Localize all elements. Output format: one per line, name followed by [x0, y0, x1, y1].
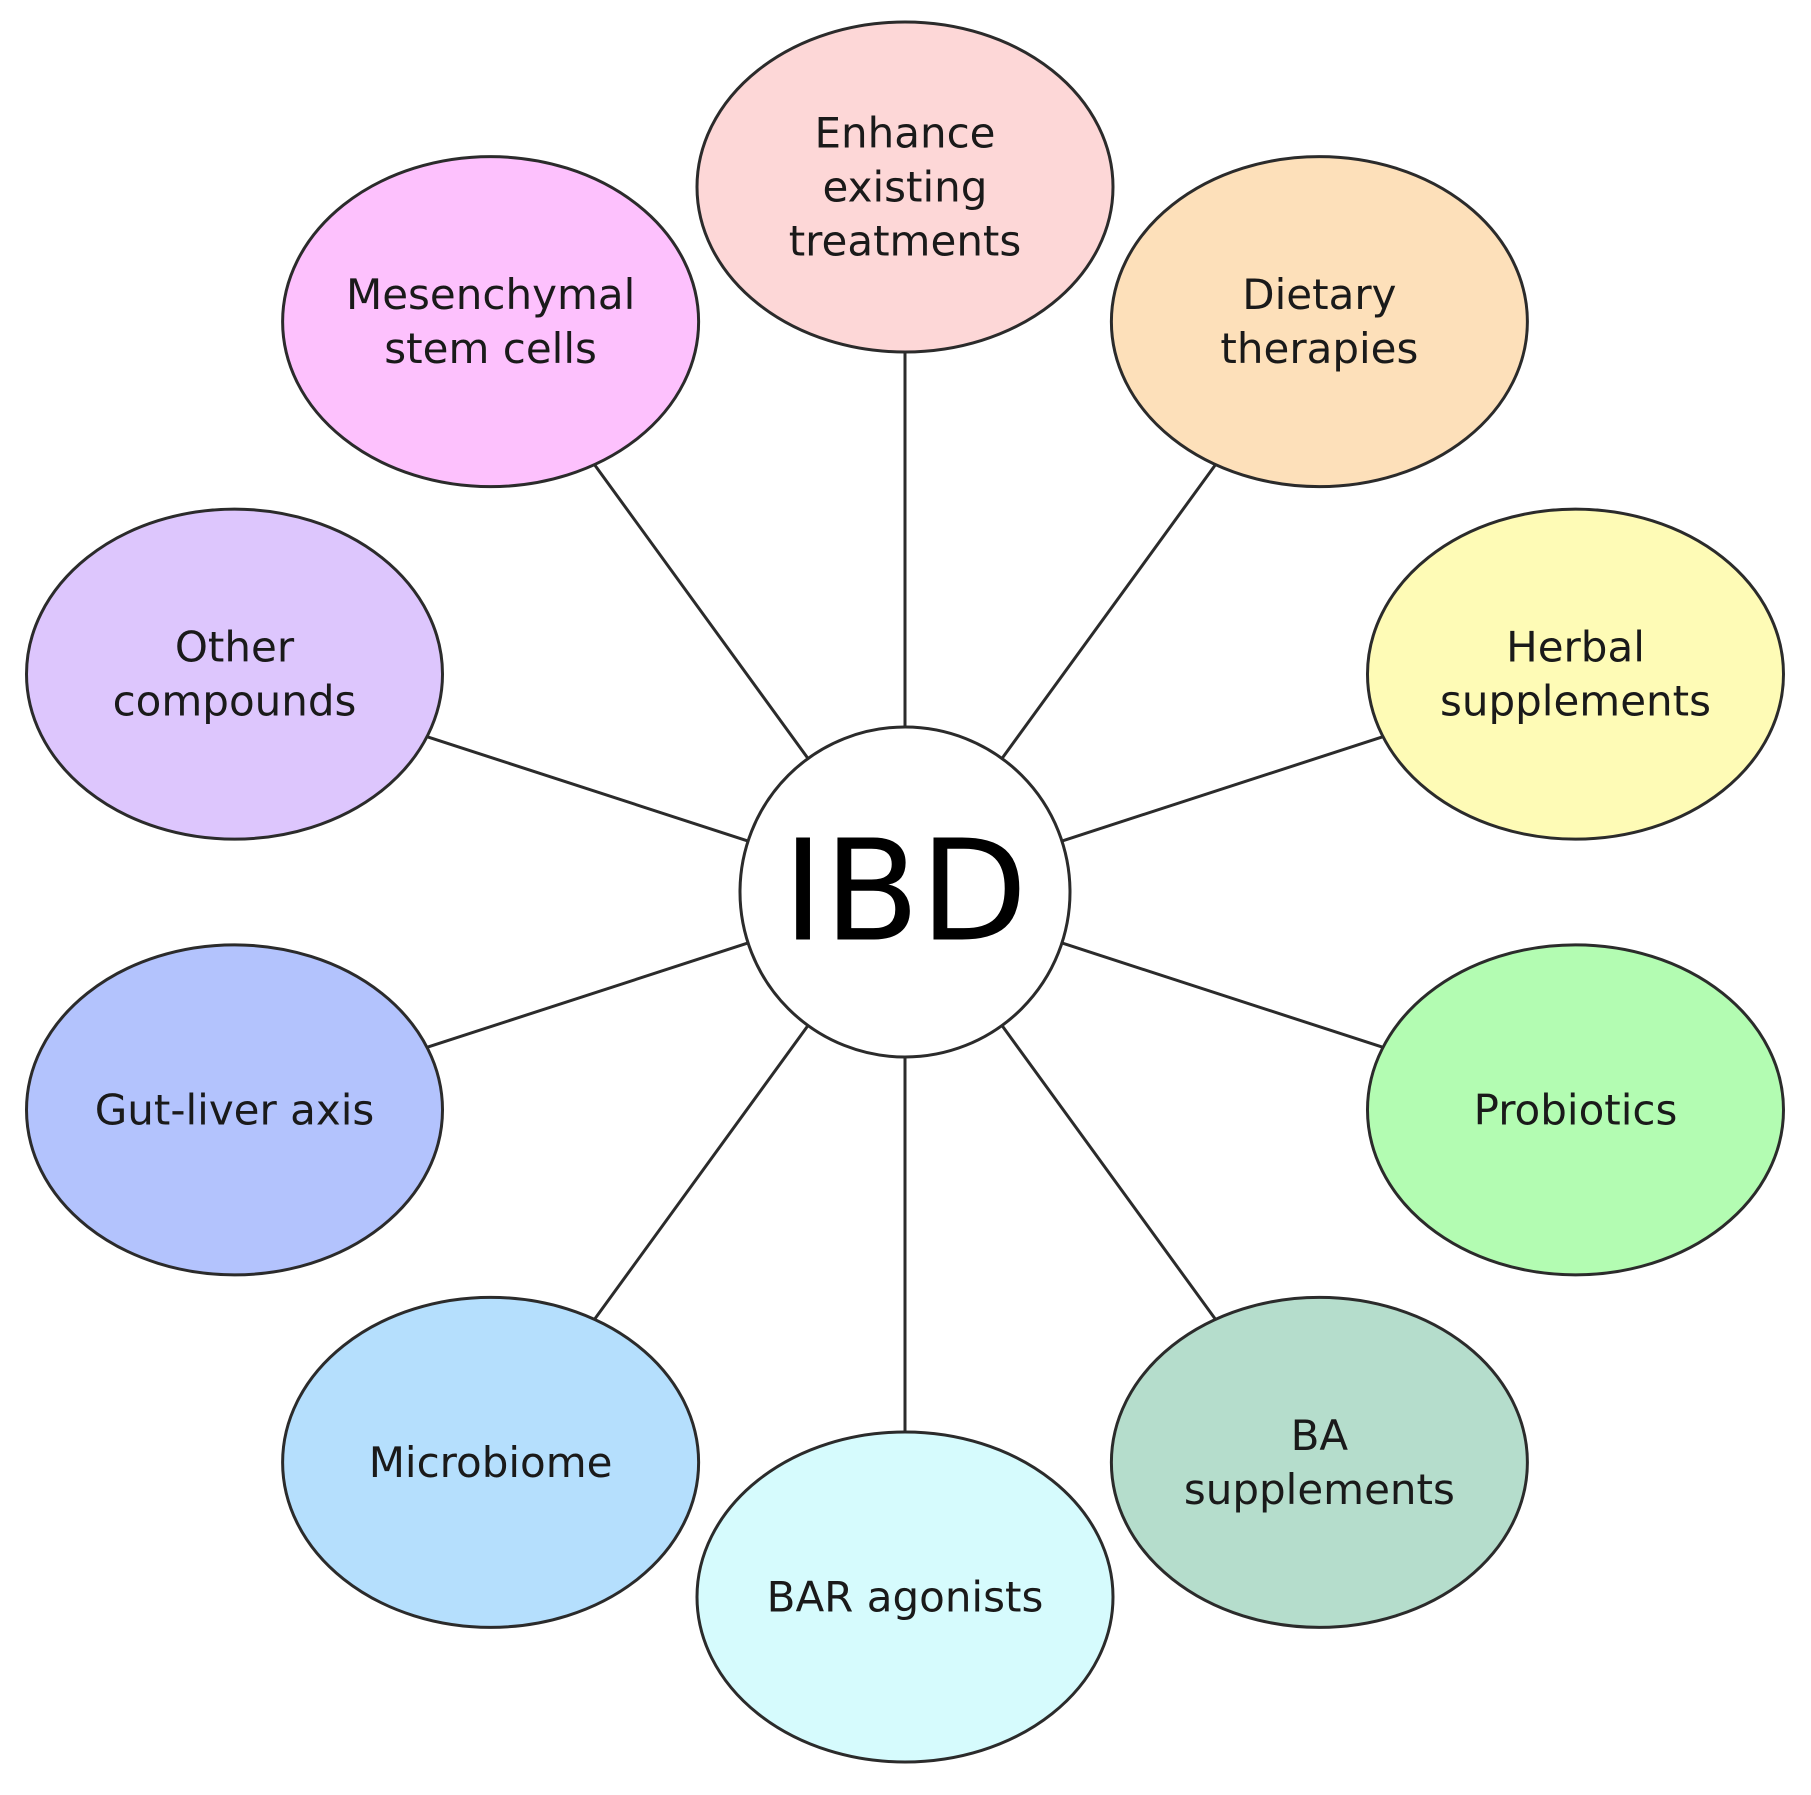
node-microbiome: Microbiome	[281, 1295, 701, 1629]
node-label-line: stem cells	[384, 324, 597, 373]
node-label-gut-liver-axis: Gut-liver axis	[95, 1085, 375, 1134]
node-ellipse-bar-agonists	[695, 1430, 1115, 1764]
node-label-line: Gut-liver axis	[95, 1085, 375, 1134]
node-label-mesenchymal-stem-cells: Mesenchymal stem cells	[346, 270, 635, 373]
node-label-line: Dietary	[1242, 270, 1396, 319]
node-label-line: Herbal	[1506, 623, 1645, 672]
connector-microbiome	[593, 1024, 810, 1321]
connector-herbal-supplements	[1061, 735, 1384, 843]
node-ellipse-microbiome	[281, 1295, 701, 1629]
node-probiotics: Probiotics	[1365, 943, 1785, 1277]
node-gut-liver-axis: Gut-liver axis	[25, 943, 445, 1277]
node-label-line: compounds	[113, 677, 357, 726]
node-label-line: Probiotics	[1474, 1085, 1678, 1134]
node-ellipse-ba-supplements	[1109, 1295, 1529, 1629]
node-label-herbal-supplements: Herbal supplements	[1440, 623, 1711, 726]
node-label-line: Mesenchymal	[346, 270, 635, 319]
connector-ba-supplements	[1000, 1024, 1217, 1321]
node-dietary-therapies: Dietary therapies	[1109, 155, 1529, 489]
node-ba-supplements: BA supplements	[1109, 1295, 1529, 1629]
node-ellipse-probiotics	[1365, 943, 1785, 1277]
node-label-line: BAR agonists	[767, 1573, 1044, 1622]
node-label-line: Enhance	[814, 109, 995, 158]
hub-circle	[738, 725, 1072, 1059]
node-label-bar-agonists: BAR agonists	[767, 1573, 1044, 1622]
node-herbal-supplements: Herbal supplements	[1365, 507, 1785, 841]
node-bar-agonists: BAR agonists	[695, 1430, 1115, 1764]
node-label-line: existing	[823, 163, 988, 212]
node-label-line: BA	[1291, 1411, 1349, 1460]
hub-label: IBD	[782, 811, 1027, 974]
node-ellipse-gut-liver-axis	[25, 943, 445, 1277]
node-ellipse-dietary-therapies	[1109, 155, 1529, 489]
node-other-compounds: Other compounds	[25, 507, 445, 841]
node-label-line: Other	[175, 623, 295, 672]
node-label-line: therapies	[1220, 324, 1418, 373]
connector-probiotics	[1061, 941, 1384, 1049]
node-ellipse-enhance-existing-treatments	[695, 20, 1115, 354]
node-label-dietary-therapies: Dietary therapies	[1220, 270, 1418, 373]
node-ellipse-other-compounds	[25, 507, 445, 841]
node-label-probiotics: Probiotics	[1474, 1085, 1678, 1134]
node-mesenchymal-stem-cells: Mesenchymal stem cells	[281, 155, 701, 489]
connector-mesenchymal-stem-cells	[593, 463, 810, 760]
node-label-line: supplements	[1440, 677, 1711, 726]
node-enhance-existing-treatments: Enhance existing treatments	[695, 20, 1115, 354]
node-label-enhance-existing-treatments: Enhance existing treatments	[789, 109, 1022, 266]
node-label-ba-supplements: BA supplements	[1184, 1411, 1455, 1514]
node-label-line: supplements	[1184, 1465, 1455, 1514]
node-ellipse-mesenchymal-stem-cells	[281, 155, 701, 489]
node-label-microbiome: Microbiome	[369, 1438, 613, 1487]
connector-dietary-therapies	[1000, 463, 1217, 760]
node-label-line: treatments	[789, 217, 1022, 266]
node-label-other-compounds: Other compounds	[113, 623, 357, 726]
node-ellipse-herbal-supplements	[1365, 507, 1785, 841]
connector-other-compounds	[426, 735, 749, 843]
hub-node: IBD	[738, 725, 1072, 1059]
connectors	[426, 352, 1384, 1432]
node-label-line: Microbiome	[369, 1438, 613, 1487]
connector-gut-liver-axis	[426, 941, 749, 1049]
